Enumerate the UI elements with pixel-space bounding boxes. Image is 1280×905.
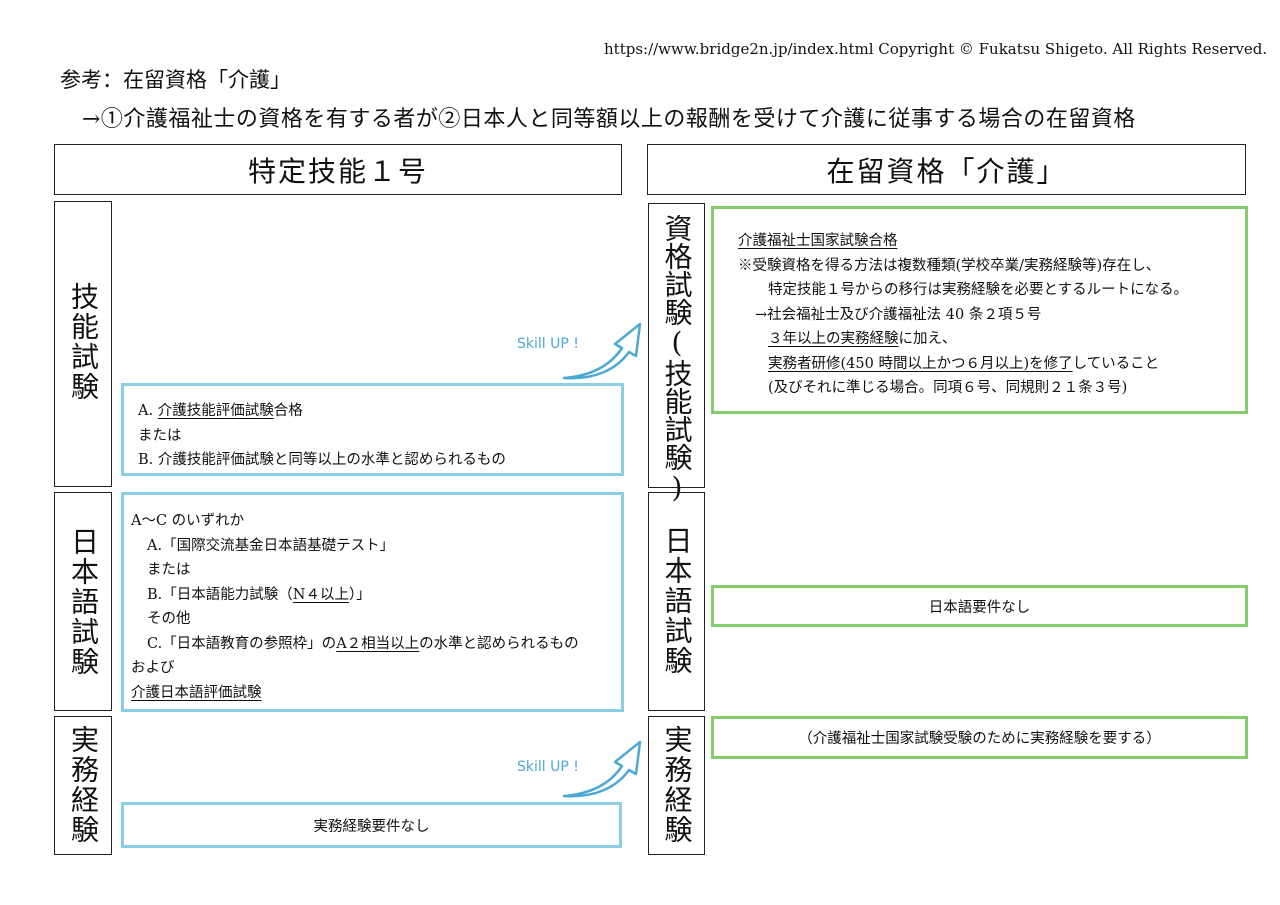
jp-none-box: 日本語要件なし	[711, 585, 1248, 627]
jp-b-main: N４以上	[292, 586, 349, 603]
qual-line6-main: 実務者研修(450 時間以上かつ６月以上)を修了	[768, 355, 1073, 372]
copyright-notice: https://www.bridge2n.jp/index.html Copyr…	[604, 40, 1268, 58]
qual-line1: 介護福祉士国家試験合格	[738, 233, 898, 249]
row-label-qualification: 資格試験(技能試験)	[648, 203, 705, 504]
jp-c-prefix: C.「日本語教育の参照枠」の	[147, 635, 337, 652]
qualification-box: 介護福祉士国家試験合格 ※受験資格を得る方法は複数種類(学校卒業/実務経験等)存…	[711, 206, 1248, 414]
jp-and: および	[131, 660, 175, 676]
qual-line2: ※受験資格を得る方法は複数種類(学校卒業/実務経験等)存在し、	[738, 257, 1161, 274]
skill-a-suffix: 合格	[273, 403, 303, 419]
jp-b-prefix: B.「日本語能力試験（	[147, 586, 293, 603]
row-label-qualification-text: 資格試験(技能試験)	[660, 214, 694, 504]
row-label-practice: 実務経験	[54, 716, 112, 855]
jp-c-suffix: の水準と認められるもの	[419, 635, 579, 652]
row-label-practice-right: 実務経験	[648, 716, 705, 855]
jp-b-suffix: ）」	[348, 586, 371, 603]
practice-right-box: （介護福祉士国家試験受験のために実務経験を要する）	[711, 716, 1248, 759]
description-line: →①介護福祉士の資格を有する者が②日本人と同等額以上の報酬を受けて介護に従事する…	[82, 107, 1136, 132]
skill-up-arrow-2	[562, 740, 642, 798]
skill-or: または	[138, 427, 182, 444]
jp-option-a: A.「国際交流基金日本語基礎テスト」	[147, 537, 395, 554]
row-label-practice-right-text: 実務経験	[660, 725, 694, 845]
jp-or: または	[147, 562, 191, 578]
row-label-japanese-text: 日本語試験	[67, 527, 100, 677]
skill-up-arrow-1	[562, 322, 642, 380]
jp-last: 介護日本語評価試験	[131, 684, 262, 701]
qual-line7: (及びそれに準じる場合。同項６号、同規則２１条３号)	[768, 380, 1128, 396]
japanese-test-box: A〜C のいずれか A.「国際交流基金日本語基礎テスト」 または B.「日本語能…	[121, 492, 624, 712]
reference-heading: 参考：在留資格「介護」	[60, 68, 291, 92]
jp-c-main: A２相当以上	[336, 635, 420, 652]
row-label-japanese-right-text: 日本語試験	[660, 526, 694, 676]
qual-line5-suffix: に加え、	[898, 331, 957, 347]
jp-intro: A〜C のいずれか	[131, 513, 245, 529]
row-label-practice-text: 実務経験	[67, 725, 100, 845]
row-label-skill: 技能試験	[54, 201, 112, 487]
qual-line4: →社会福祉士及び介護福祉法 40 条２項５号	[755, 306, 1042, 323]
skill-up-label-1: Skill UP !	[517, 336, 579, 352]
right-column-header: 在留資格「介護」	[647, 144, 1246, 195]
row-label-japanese-right: 日本語試験	[648, 492, 705, 711]
skill-test-box: A. 介護技能評価試験合格 または B. 介護技能評価試験と同等以上の水準と認め…	[121, 383, 624, 476]
practice-right-text: （介護福祉士国家試験受験のために実務経験を要する）	[798, 731, 1161, 747]
practice-box-text: 実務経験要件なし	[313, 818, 430, 835]
row-label-japanese: 日本語試験	[54, 492, 112, 711]
jp-none-text: 日本語要件なし	[928, 599, 1031, 616]
jp-other: その他	[147, 611, 191, 627]
left-column-header: 特定技能１号	[54, 144, 622, 195]
left-header-text: 特定技能１号	[247, 154, 428, 188]
qual-line6-suffix: していること	[1072, 355, 1160, 372]
qual-line3: 特定技能１号からの移行は実務経験を必要とするルートになる。	[768, 282, 1189, 298]
practice-box: 実務経験要件なし	[121, 802, 622, 848]
skill-b: B. 介護技能評価試験と同等以上の水準と認められるもの	[138, 452, 506, 468]
right-header-text: 在留資格「介護」	[826, 154, 1067, 188]
qual-line5-main: ３年以上の実務経験	[768, 331, 899, 347]
skill-a-main: 介護技能評価試験	[157, 403, 274, 419]
skill-a-prefix: A.	[138, 403, 158, 419]
skill-up-label-2: Skill UP !	[517, 759, 579, 775]
row-label-skill-text: 技能試験	[67, 282, 100, 402]
